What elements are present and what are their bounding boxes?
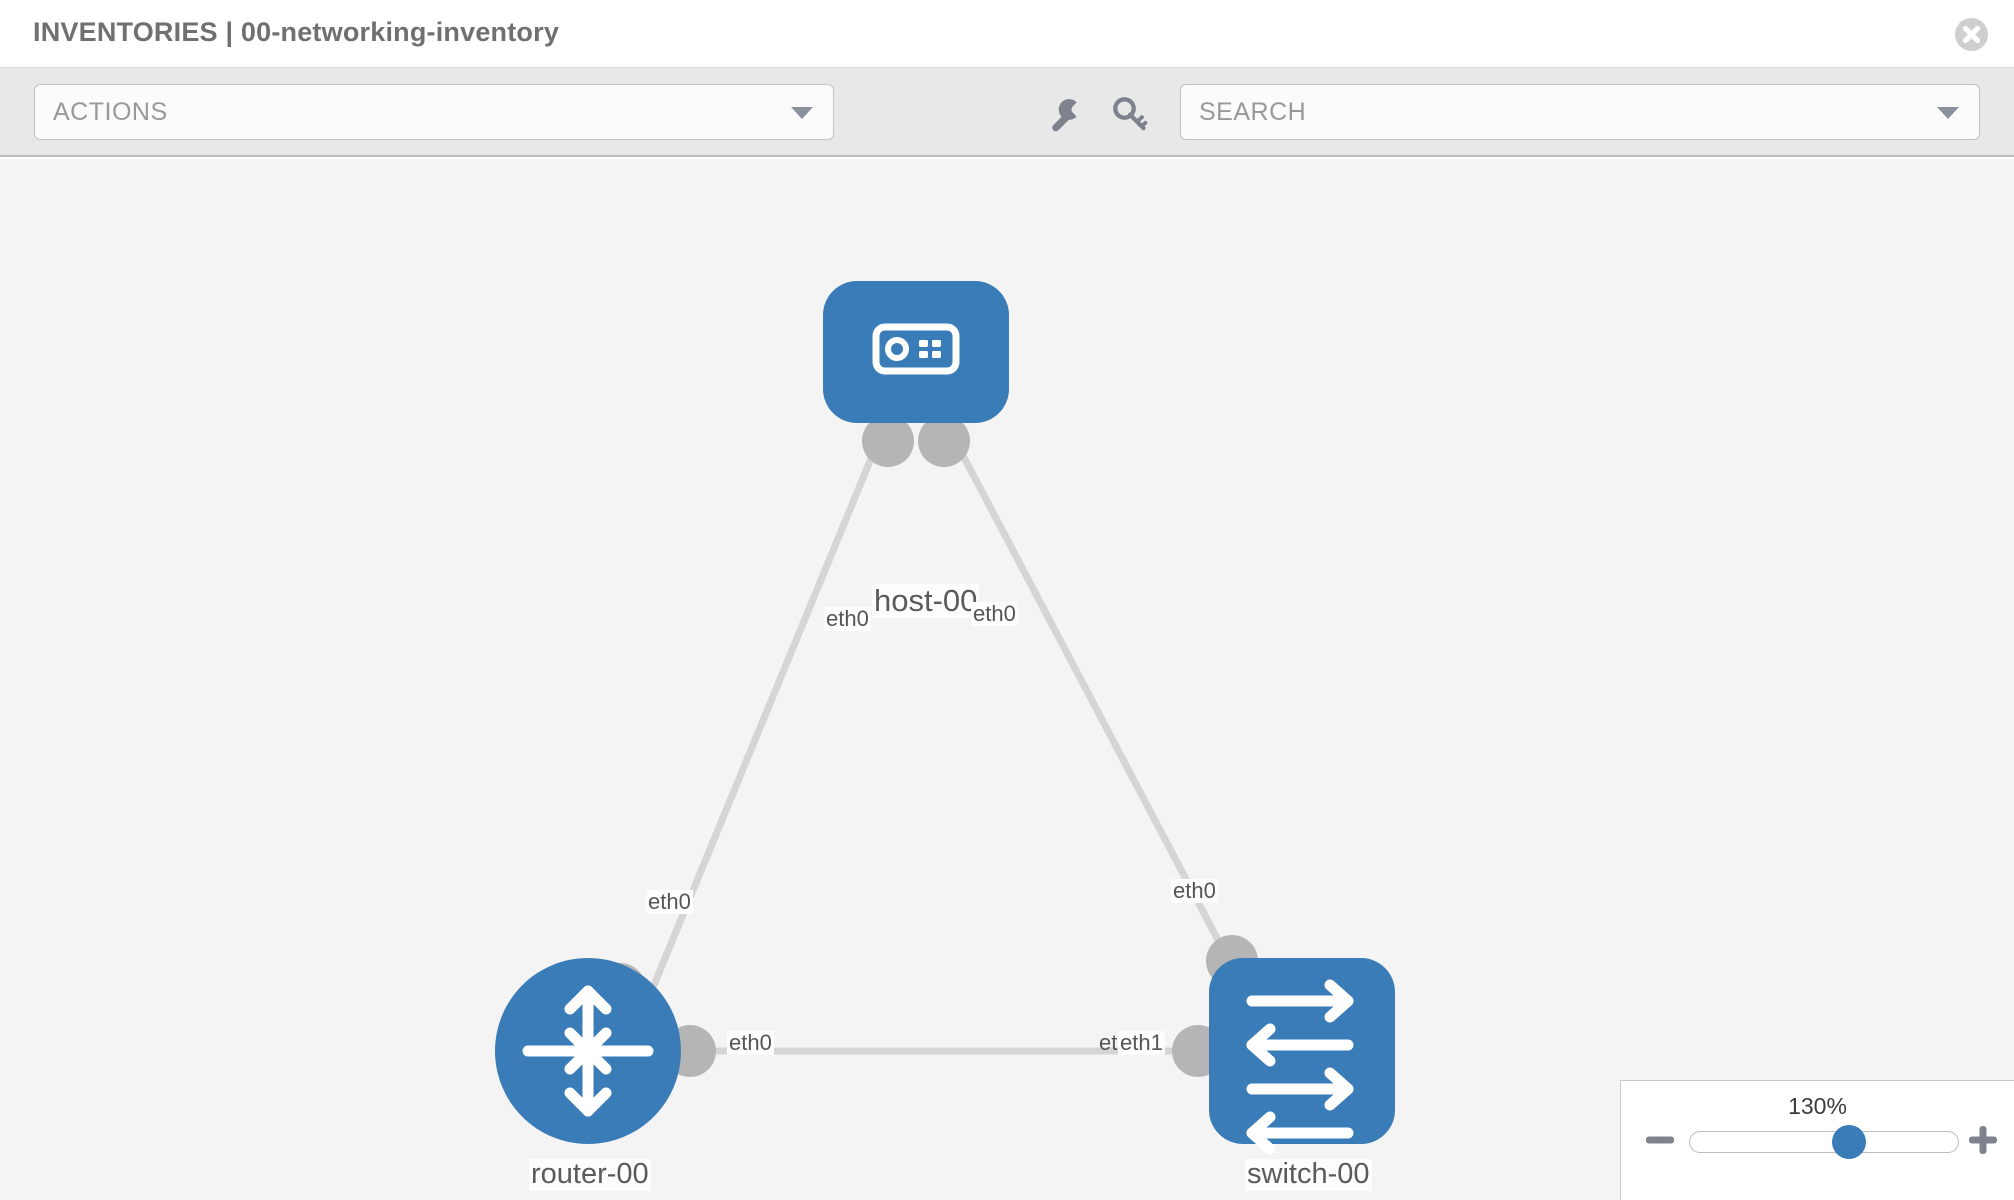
link-host-switch (944, 425, 1252, 999)
node-switch-00[interactable] (1209, 958, 1395, 1155)
plus-icon[interactable] (1966, 1123, 2000, 1157)
page-header: INVENTORIES | 00-networking-inventory (0, 0, 2014, 68)
node-label-switch-00: switch-00 (1245, 1158, 1372, 1191)
switch-arrows-icon (1246, 979, 1354, 1155)
minus-icon[interactable] (1643, 1123, 1677, 1157)
edge-label-switch-left-b: eth1 (1118, 1030, 1165, 1056)
wrench-icon[interactable] (1047, 95, 1085, 133)
edge-label-router-up: eth0 (646, 889, 693, 915)
edge-label-router-right: eth0 (727, 1030, 774, 1056)
zoom-slider-thumb[interactable] (1832, 1125, 1867, 1159)
actions-dropdown-label: ACTIONS (53, 98, 168, 126)
search-input[interactable]: SEARCH (1180, 84, 1980, 140)
chevron-down-icon[interactable] (1937, 107, 1959, 119)
connector-host-right (918, 415, 970, 467)
toolbar: ACTIONS SEARCH (0, 68, 2014, 157)
edge-label-switch-up: eth0 (1171, 878, 1218, 904)
node-host-00[interactable] (823, 281, 1009, 423)
chevron-down-icon (791, 107, 813, 119)
node-label-router-00: router-00 (529, 1158, 651, 1191)
edge-label-host-right: eth0 (971, 601, 1018, 627)
node-router-00[interactable] (495, 958, 681, 1144)
zoom-slider[interactable] (1689, 1125, 1959, 1159)
topology-canvas[interactable]: host-00 router-00 switch-00 eth0 eth0 et… (0, 159, 2014, 1200)
zoom-level-value: 130% (1788, 1093, 1847, 1119)
connector-nubs (594, 415, 1258, 1077)
connector-host-left (862, 415, 914, 467)
router-arrows-icon (522, 985, 654, 1117)
node-label-host-00: host-00 (872, 583, 980, 619)
page-title: INVENTORIES | 00-networking-inventory (33, 17, 560, 47)
link-host-router (636, 425, 888, 1021)
actions-dropdown[interactable]: ACTIONS (34, 84, 834, 140)
server-icon (872, 323, 960, 375)
edge-label-host-left: eth0 (824, 606, 871, 632)
topology-graph (495, 281, 1395, 1155)
key-icon[interactable] (1110, 95, 1148, 133)
zoom-control-panel: 130% (1620, 1080, 2014, 1200)
close-icon[interactable] (1955, 18, 1988, 51)
search-placeholder: SEARCH (1199, 98, 1307, 126)
